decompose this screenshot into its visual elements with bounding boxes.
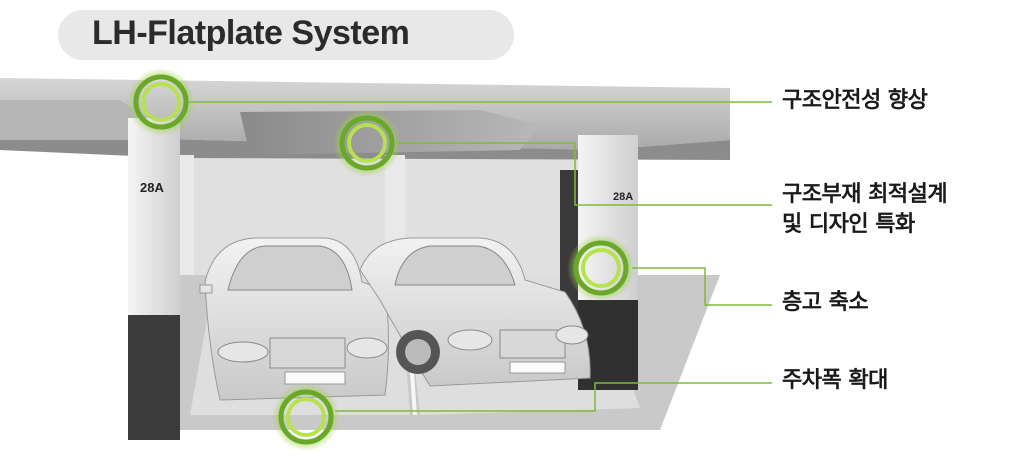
callout-parking-width: 주차폭 확대 xyxy=(782,368,888,393)
callout-structural-safety: 구조안전성 향상 xyxy=(782,88,928,113)
car-left xyxy=(199,237,389,401)
page-title: LH-Flatplate System xyxy=(92,14,410,52)
leader-line-2 xyxy=(395,142,772,206)
title-pill xyxy=(58,10,514,60)
leader-lines xyxy=(185,101,772,412)
callout-line: 및 디자인 특화 xyxy=(782,212,915,237)
highlight-ring-2 xyxy=(333,109,401,177)
highlight-ring-3 xyxy=(567,234,635,302)
callout-line: 구조부재 최적설계 xyxy=(782,182,948,207)
highlight-ring-4 xyxy=(272,383,340,451)
callout-member-design: 구조부재 최적설계 및 디자인 특화 xyxy=(782,180,948,240)
column-label-left: 28A xyxy=(140,180,164,195)
highlight-ring-1 xyxy=(127,68,195,136)
car-right xyxy=(359,237,591,387)
leader-line-3 xyxy=(632,267,772,306)
column-label-right: 28A xyxy=(613,191,633,203)
callout-floor-height: 층고 축소 xyxy=(782,290,869,315)
leader-line-4 xyxy=(335,382,772,412)
